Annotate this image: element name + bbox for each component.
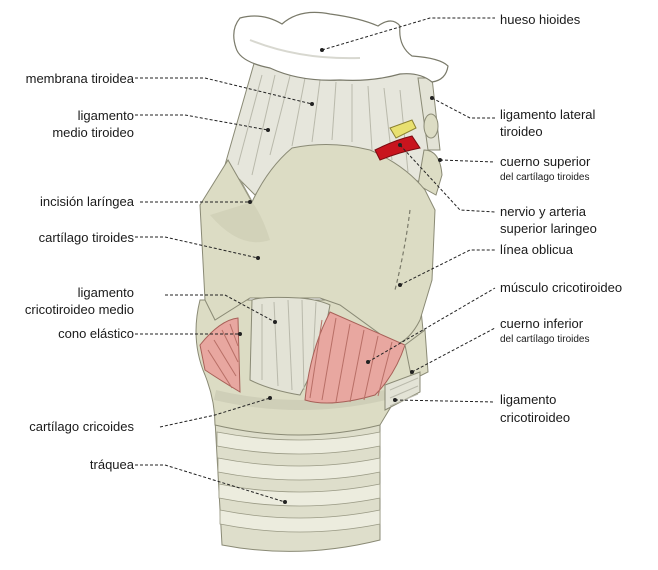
label-cuerno-superior-line2: del cartílago tiroides [500, 172, 590, 183]
label-hueso-hioides: hueso hioides [500, 12, 581, 27]
superior-laryngeal-nerve-artery [374, 119, 421, 161]
label-nervio-arteria-line2: superior laringeo [500, 221, 597, 236]
inferior-horn [404, 329, 429, 381]
label-ligamento-cricotiroideo-medio-line2: cricotiroideo medio [25, 302, 134, 317]
label-ligamento-medio-tiroideo-line1: ligamento [78, 108, 134, 123]
label-cartilago-tiroides: cartílago tiroides [39, 230, 135, 245]
label-cartilago-cricoides: cartílago cricoides [29, 419, 134, 434]
label-cuerno-inferior-line1: cuerno inferior [500, 316, 584, 331]
leader-lines [135, 17, 496, 504]
thyroid-cartilage [199, 143, 436, 346]
label-ligamento-lateral-tiroideo-line2: tiroideo [500, 124, 543, 139]
label-musculo-cricotiroideo: músculo cricotiroideo [500, 280, 622, 295]
label-membrana-tiroidea: membrana tiroidea [26, 71, 135, 86]
label-cono-elastico: cono elástico [58, 326, 134, 341]
cricothyroid-muscle-left [199, 317, 241, 393]
label-ligamento-lateral-tiroideo-line1: ligamento lateral [500, 107, 595, 122]
label-cuerno-inferior-line2: del cartílago tiroides [500, 334, 590, 345]
label-linea-oblicua: línea oblicua [500, 242, 574, 257]
label-ligamento-medio-tiroideo-line2: medio tiroideo [52, 125, 134, 140]
label-ligamento-cricotiroideo-medio-line1: ligamento [78, 285, 134, 300]
cricothyroid-muscle-right [304, 311, 406, 404]
label-ligamento-cricotiroideo-line1: ligamento [500, 392, 556, 407]
labels: hueso hioides membrana tiroidea ligament… [25, 12, 622, 472]
label-ligamento-cricotiroideo-line2: cricotiroideo [500, 410, 570, 425]
hyoid-bone [233, 11, 449, 83]
label-incision-laringea: incisión laríngea [40, 194, 135, 209]
label-cuerno-superior-line1: cuerno superior [500, 154, 591, 169]
label-nervio-arteria-line1: nervio y arteria [500, 204, 587, 219]
trachea [214, 419, 381, 552]
label-traquea: tráquea [90, 457, 135, 472]
